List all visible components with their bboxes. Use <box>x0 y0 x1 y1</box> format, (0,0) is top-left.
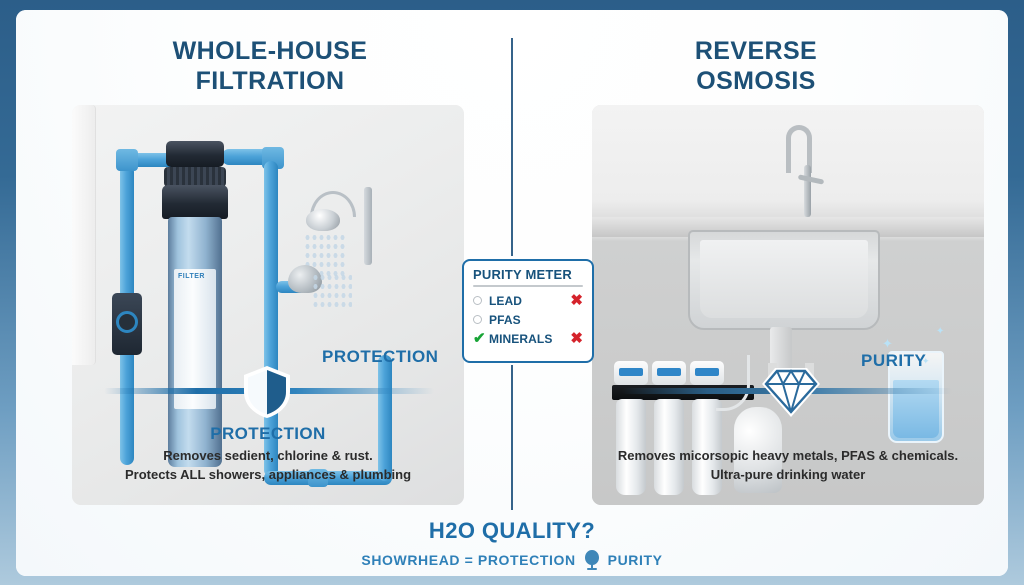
sink-basin-inner <box>700 240 868 318</box>
drain-pipe <box>770 327 792 373</box>
purity-meter-separator <box>473 285 583 287</box>
filter-housing-collar <box>162 185 228 219</box>
sink-basin <box>688 230 880 330</box>
handheld-spray <box>312 273 352 311</box>
x-icon-minerals: ✖ <box>570 330 583 347</box>
filter-housing-cap <box>166 141 224 167</box>
purity-meter-title: PURITY METER <box>473 267 572 282</box>
ro-storage-tank <box>734 407 782 493</box>
ro-cartridge-1 <box>616 399 646 495</box>
filter-housing-ring <box>164 167 226 187</box>
footer-left-text: SHOWRHEAD = PROTECTION <box>361 552 576 568</box>
footer-title: H2O QUALITY? <box>428 518 596 543</box>
infographic-frame: WHOLE-HOUSE FILTRATION REVERSE OSMOSIS <box>16 10 1008 576</box>
diamond-icon <box>760 362 822 427</box>
showerhead-icon <box>306 209 340 231</box>
pipe-vertical-far-right <box>378 355 392 481</box>
purity-meter-row-minerals: ✔ MINERALS ✖ <box>473 329 583 348</box>
right-caption-line-1: Removes micorsopic heavy metals, PFAS & … <box>617 448 959 463</box>
ro-cartridge-2 <box>654 399 684 495</box>
ro-label-chip-1 <box>619 368 643 376</box>
ro-label-chip-2 <box>657 368 681 376</box>
whole-house-filter-photo: FILTER <box>72 105 464 505</box>
sparkle-icon-3: ✦ <box>922 356 930 366</box>
valve-wheel <box>116 311 138 333</box>
center-divider-top <box>511 38 513 256</box>
shower-riser <box>364 187 372 265</box>
left-caption-line-2: Protects ALL showers, appliances & plumb… <box>124 467 412 482</box>
shield-icon <box>240 364 294 425</box>
right-title-line-2: OSMOSIS <box>696 67 816 95</box>
right-caption-line-2: Ultra-pure drinking water <box>710 467 866 482</box>
right-title-line-1: REVERSE <box>694 37 818 65</box>
right-photo-panel: ✦ ✦ ✦ <box>592 105 984 505</box>
right-overlay-word: PURITY <box>861 351 927 370</box>
footer-right-text: PURITY <box>607 552 663 568</box>
circle-empty-icon <box>473 315 489 324</box>
right-column-title: REVERSE OSMOSIS <box>528 36 984 96</box>
left-overlay-word: PROTECTION <box>322 347 439 366</box>
water-glass <box>888 351 944 443</box>
left-photo-panel: FILTER <box>72 105 464 505</box>
pipe-tee-bottom <box>308 469 328 487</box>
faucet-stem <box>804 165 811 217</box>
x-icon-lead: ✖ <box>570 292 583 309</box>
filter-brand-text: FILTER <box>178 273 205 280</box>
infographic-canvas: WHOLE-HOUSE FILTRATION REVERSE OSMOSIS <box>16 10 1008 576</box>
purity-meter-label-lead: LEAD <box>489 293 523 308</box>
circle-empty-icon <box>473 296 489 305</box>
reverse-osmosis-under-sink-photo: ✦ ✦ ✦ <box>592 105 984 505</box>
left-caption-body: Removes sedient, chlorine & rust. Protec… <box>82 446 454 484</box>
purity-meter-row-lead: LEAD ✖ <box>473 291 583 310</box>
left-title-line-2: FILTRATION <box>195 67 345 95</box>
ro-tubing <box>716 355 750 411</box>
water-drop-icon <box>584 550 599 570</box>
pipe-bottom <box>264 471 392 485</box>
ro-label-chip-3 <box>695 368 719 376</box>
center-divider-bottom <box>511 365 513 510</box>
filter-housing-label <box>174 269 216 409</box>
pipe-elbow-topleft <box>116 149 138 171</box>
purity-meter-card: PURITY METER LEAD ✖ PFAS ✔ MINERALS ✖ <box>462 259 594 363</box>
right-caption-body: Removes micorsopic heavy metals, PFAS & … <box>602 446 974 484</box>
sparkle-icon-2: ✦ <box>936 326 945 337</box>
check-icon-minerals: ✔ <box>473 330 486 347</box>
faucet-neck <box>786 125 812 173</box>
footer-row: SHOWRHEAD = PROTECTION PURITY <box>16 550 1008 570</box>
ro-filter-stack <box>612 337 782 505</box>
left-title-line-1: WHOLE-HOUSE <box>172 37 368 65</box>
left-caption-line-1: Removes sedient, chlorine & rust. <box>163 448 373 463</box>
purity-meter-label-pfas: PFAS <box>489 312 521 327</box>
purity-meter-label-minerals: MINERALS <box>489 331 553 346</box>
left-column-title: WHOLE-HOUSE FILTRATION <box>42 36 498 96</box>
left-caption-heading: PROTECTION <box>210 424 326 443</box>
ro-cartridge-3 <box>692 399 722 495</box>
purity-meter-row-pfas: PFAS <box>473 310 583 329</box>
sparkle-icon-1: ✦ <box>882 336 893 351</box>
